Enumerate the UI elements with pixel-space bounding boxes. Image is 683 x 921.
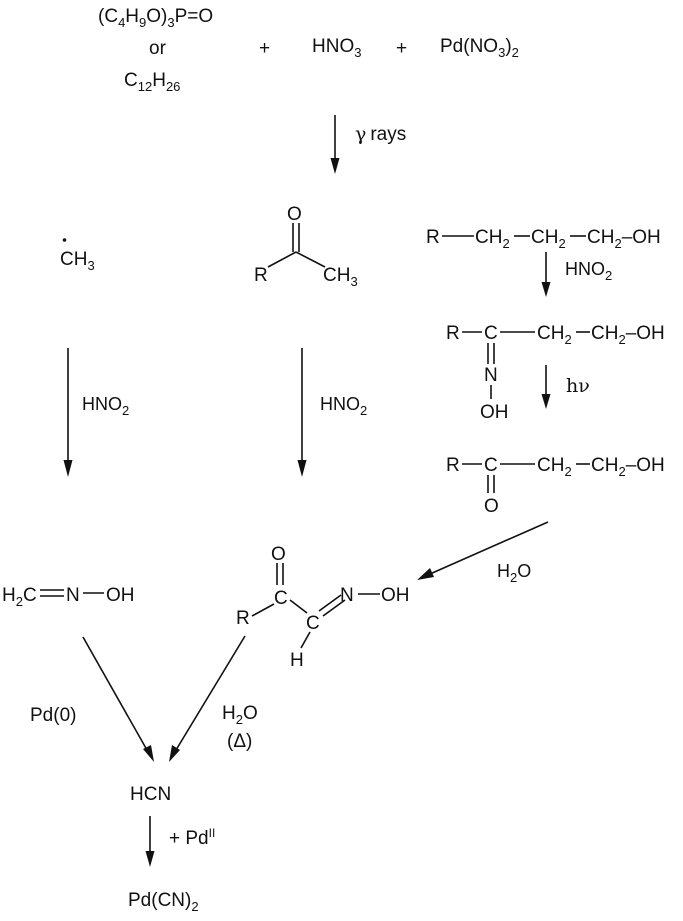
hno2-label-right: HNO2: [565, 259, 612, 283]
svg-text:C: C: [274, 588, 288, 609]
hno2-label-left: HNO2: [82, 394, 129, 418]
svg-text:OH: OH: [106, 585, 135, 606]
reactant-nitric-acid: HNO3: [312, 36, 361, 60]
plus-sign-1: +: [259, 38, 270, 59]
svg-text:CH2–OH: CH2–OH: [587, 227, 661, 251]
h2o-label-bottom: H2O: [222, 703, 258, 727]
h2o-label-right: H2O: [497, 561, 531, 585]
reactant-dodecane: C12H26: [124, 70, 180, 94]
svg-text:C: C: [484, 323, 498, 344]
svg-text:CH3: CH3: [60, 249, 95, 273]
svg-text:R: R: [254, 265, 268, 286]
hydroxy-ketone: R C CH2 CH2–OH O: [446, 455, 665, 517]
svg-text:N: N: [340, 585, 354, 606]
svg-text:N: N: [66, 585, 80, 606]
svg-text:O: O: [271, 544, 286, 565]
formaldoxime: H2C N OH: [2, 585, 135, 609]
reactant-tributyl-phosphate: (C4H9O)3P=O: [98, 6, 213, 30]
svg-text:H: H: [290, 650, 304, 671]
hno2-label-middle: HNO2: [320, 394, 367, 418]
plus-sign-2: +: [396, 38, 407, 59]
arrow-to-hcn-right: [169, 635, 246, 762]
svg-text:OH: OH: [480, 402, 509, 423]
svg-text:CH2: CH2: [537, 323, 572, 347]
svg-text:C: C: [306, 613, 320, 634]
svg-text:O: O: [484, 496, 499, 517]
complexation-arrow: [145, 816, 155, 867]
svg-text:(C4H9O)3P=O: (C4H9O)3P=O: [98, 6, 213, 30]
nitrosation-arrow-middle: [297, 348, 307, 477]
svg-text:CH2–OH: CH2–OH: [591, 323, 665, 347]
methyl-radical: CH3: [60, 238, 95, 273]
methyl-ketone: O R CH3: [254, 204, 358, 289]
hv-label: hν: [566, 375, 590, 397]
svg-text:CH2: CH2: [531, 227, 566, 251]
keto-oxime: O C R C N OH H: [236, 544, 410, 671]
alkanol: R CH2 CH2 CH2–OH: [426, 227, 661, 251]
svg-text:R: R: [236, 608, 250, 629]
oxime-intermediate: R C CH2 CH2–OH N OH: [446, 323, 665, 423]
svg-text:CH2: CH2: [537, 455, 572, 479]
arrow-to-hcn-left: [82, 636, 154, 762]
svg-text:H2C: H2C: [2, 585, 37, 609]
svg-text:R: R: [426, 227, 440, 248]
svg-text:N: N: [484, 365, 498, 386]
svg-text:HNO3: HNO3: [312, 36, 361, 60]
nitrosation-arrow-right: [541, 252, 551, 297]
or-label: or: [149, 38, 167, 59]
palladium-cyanide: Pd(CN)2: [128, 890, 199, 914]
nitrosation-arrow-left: [63, 348, 73, 477]
hydrogen-cyanide: HCN: [130, 784, 171, 805]
svg-text:R: R: [446, 455, 460, 476]
svg-text:O: O: [287, 204, 302, 225]
svg-text:CH3: CH3: [323, 265, 358, 289]
hydrolysis-arrow-diagonal: [417, 521, 549, 580]
pd-ii-label: + PdII: [169, 826, 215, 849]
svg-text:R: R: [446, 323, 460, 344]
photolysis-arrow: [541, 365, 551, 409]
pd0-label: Pd(0): [30, 705, 76, 726]
svg-text:CH2: CH2: [475, 227, 510, 251]
gamma-rays-arrow: [330, 115, 340, 174]
svg-text:C12H26: C12H26: [124, 70, 180, 94]
svg-text:OH: OH: [381, 585, 410, 606]
svg-text:C: C: [484, 455, 498, 476]
reactant-palladium-nitrate: Pd(NO3)2: [440, 36, 519, 60]
svg-text:CH2–OH: CH2–OH: [591, 455, 665, 479]
heat-label: (Δ): [227, 731, 252, 752]
svg-text:Pd(NO3)2: Pd(NO3)2: [440, 36, 519, 60]
